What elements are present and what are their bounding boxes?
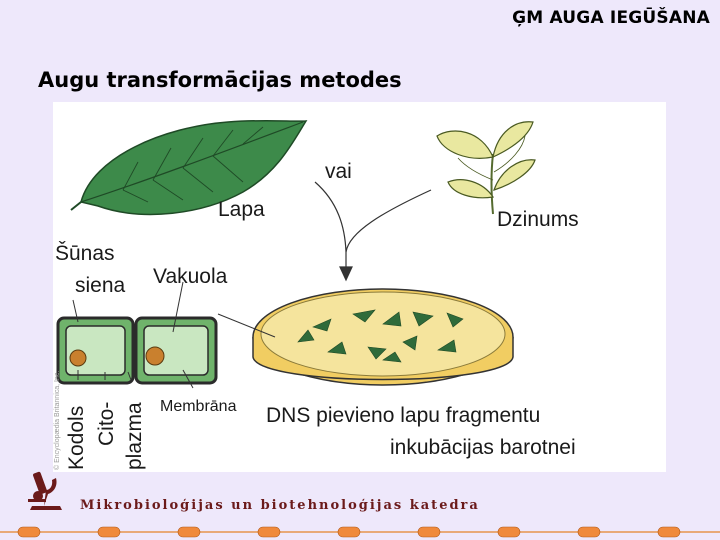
plant-cells <box>56 281 276 389</box>
cytoplasm-label-line2: plazma <box>123 402 146 470</box>
footer-department: Mikrobioloģijas un biotehnoloģijas kated… <box>80 498 480 513</box>
dna-label-line1: DNS pievieno lapu fragmentu <box>266 404 541 427</box>
plant-transformation-figure: Lapa vai Dzinums Šūnas siena Vakuola Mem… <box>53 102 666 472</box>
microscope-icon <box>28 471 62 510</box>
sprout-label: Dzinums <box>497 208 579 231</box>
figure-drawing <box>56 119 536 389</box>
membrane-label: Membrāna <box>160 398 237 415</box>
or-label: vai <box>325 160 352 183</box>
dna-label-line2: inkubācijas barotnei <box>390 436 576 459</box>
cell-wall-label-line2: siena <box>75 274 126 297</box>
cell-wall-label-line1: Šūnas <box>55 242 115 265</box>
petri-dish <box>252 288 514 386</box>
sprout-illustration <box>436 121 536 215</box>
slide-title: Augu transformācijas metodes <box>38 68 402 92</box>
nucleus-label: Kodols <box>65 405 88 470</box>
converging-arrows <box>314 181 432 282</box>
cytoplasm-label-line1: Cito- <box>95 401 118 446</box>
figure-credit: © Encyclopædia Britannica, Inc. <box>54 370 61 470</box>
leaf-illustration <box>70 119 308 216</box>
leaf-label: Lapa <box>218 198 265 221</box>
footer-pill-decoration <box>0 526 720 538</box>
slide-header: ĢM AUGA IEGŪŠANA <box>512 8 710 28</box>
vacuole-label: Vakuola <box>153 265 228 288</box>
